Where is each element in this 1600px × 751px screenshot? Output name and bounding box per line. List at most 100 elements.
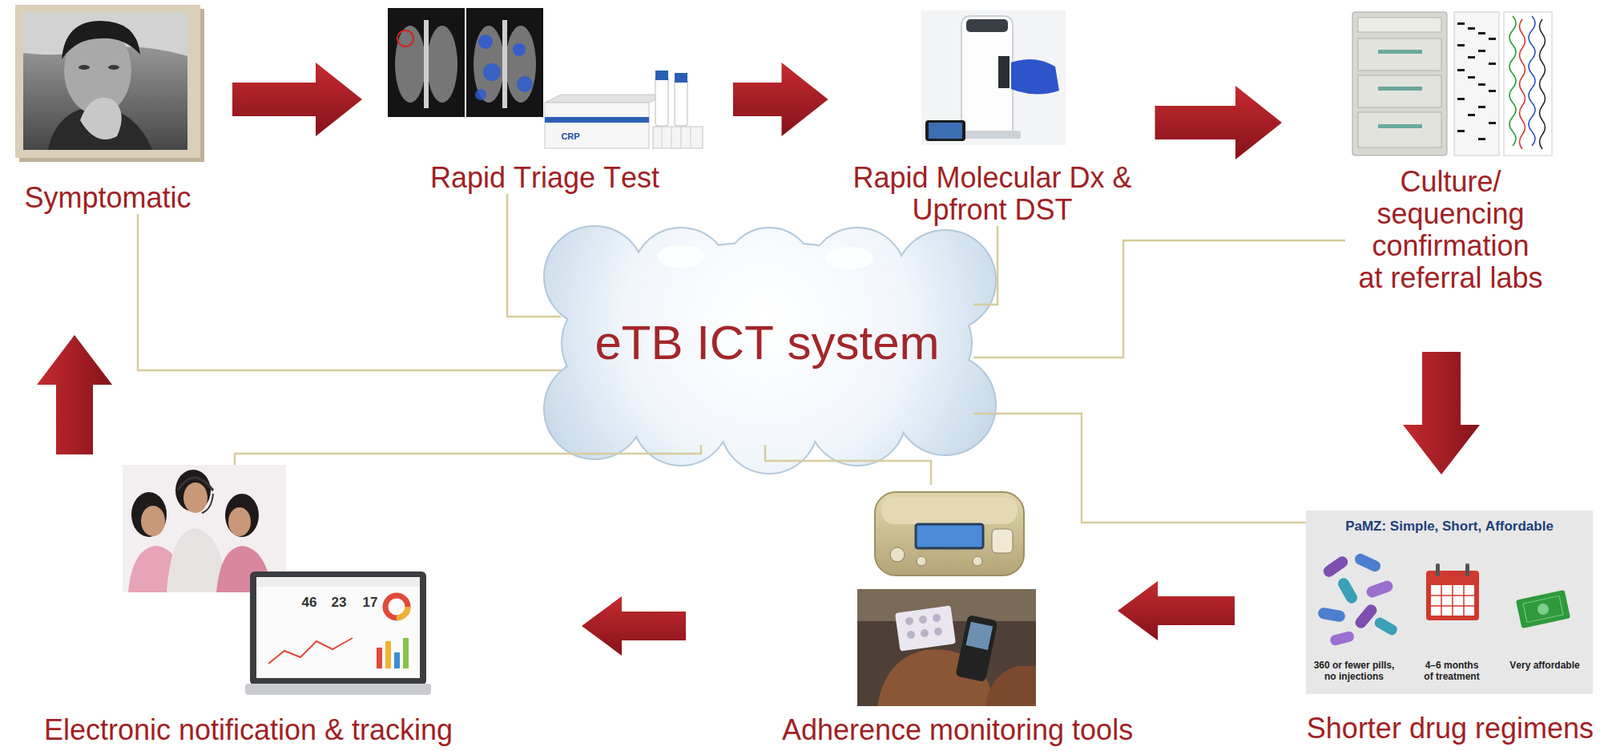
molecular-analyzer: [921, 10, 1066, 146]
cloud-shape-part: [656, 245, 706, 268]
caption-holder: Adherence monitoring tools: [781, 713, 1133, 746]
sequencing-gel-part: [1457, 22, 1465, 25]
patient-photo-part: [15, 4, 201, 158]
money-icon: [1515, 589, 1571, 629]
sequencing-gel-part: [1488, 121, 1496, 125]
call-center-photo-part: [141, 505, 166, 537]
laptop-part: [245, 683, 432, 695]
image-area: [918, 10, 1067, 146]
chest-xray-part: [466, 8, 544, 117]
pill-icons-part: [1353, 551, 1383, 573]
panel-title: PaMZ: Simple, Short, Affordable: [1305, 518, 1593, 535]
molecular-analyzer-part: [966, 19, 1008, 33]
chest-xray-part: [387, 8, 465, 117]
chest-xray-part: [397, 30, 414, 47]
sequencing-gel-part: [1467, 56, 1476, 59]
culture-instrument-part: [1352, 12, 1447, 156]
diagram-node: Culture/ sequencing confirmation at refe…: [1345, 10, 1556, 295]
label-holder: 23: [338, 602, 355, 618]
sequencing-gel-part: [1488, 89, 1496, 93]
diagram-node: eTB ICT system: [560, 240, 974, 445]
phone-photo-part: [906, 630, 915, 639]
screen-label: 17: [362, 595, 379, 611]
block-arrow: [1155, 85, 1283, 160]
sequencing-gel-part: [1488, 37, 1496, 41]
calendar-icon: [1426, 563, 1480, 621]
label-holder: 17: [370, 602, 386, 618]
molecular-analyzer-part: [1011, 59, 1060, 95]
node-caption: Rapid Triage Test: [430, 161, 660, 194]
laptop-part: [385, 640, 391, 669]
pill-icons-part: [1365, 579, 1395, 600]
connector: [232, 62, 363, 137]
money-icon-part: [1515, 589, 1571, 629]
calendar-icon-part: [1430, 584, 1475, 616]
leader-line: [973, 413, 1306, 523]
caption-holder: Shorter drug regimens: [1306, 712, 1594, 745]
cloud-shape: [544, 226, 996, 473]
connector: [973, 413, 1306, 523]
image-area: [385, 4, 705, 149]
culture-instrument-part: [1358, 17, 1442, 33]
phone-photo-part: [894, 604, 956, 651]
sequencing-gel-part: [1454, 12, 1500, 156]
test-kit-part: [652, 126, 703, 149]
calendar-icon-part: [1430, 584, 1475, 616]
phone-photo-part: [932, 613, 941, 622]
diagram-node: Electronic notification & tracking: [122, 464, 432, 702]
connector: [765, 444, 931, 485]
patient-photo-part: [80, 97, 122, 140]
block-arrow: [36, 334, 113, 455]
phone-photo-part: [918, 615, 927, 624]
phone-photo-part: [955, 614, 998, 682]
block-arrow: [232, 62, 363, 137]
chromatogram: [1503, 12, 1552, 156]
leader-line: [765, 444, 931, 485]
call-center-photo-part: [228, 507, 251, 537]
sequencing-gel-part: [1467, 27, 1476, 30]
leader-line: [234, 444, 702, 465]
laptop-part: [256, 576, 420, 587]
diagram-node: Rapid Molecular Dx & Upfront DST: [842, 10, 1143, 226]
sequencing-gel-part: [1478, 105, 1486, 109]
sequencing-gel-part: [1478, 137, 1486, 141]
molecular-analyzer-part: [961, 16, 1013, 133]
image-area: [15, 4, 201, 158]
pill-icons-part: [1373, 615, 1399, 637]
sequencing-gel-part: [1467, 113, 1476, 117]
call-center-photo-part: [201, 493, 214, 513]
block-arrow: [1402, 351, 1480, 475]
phone-photo-part: [985, 665, 1036, 706]
pill-icons: [1317, 551, 1399, 646]
connector: [973, 240, 1346, 358]
image-area: [1345, 10, 1556, 158]
call-center-photo-part: [183, 482, 208, 513]
chest-xray-part: [502, 20, 508, 109]
laptop-part: [376, 647, 383, 669]
leader-line: [973, 240, 1346, 358]
chromatogram-part: [1519, 19, 1526, 150]
chest-xray-part: [423, 20, 429, 109]
screen-label: 23: [331, 595, 347, 611]
cloud-shape-part: [544, 226, 996, 473]
sequencing-gel-part: [1467, 76, 1476, 79]
node-caption: Rapid Molecular Dx & Upfront DST: [844, 161, 1141, 226]
test-kit-part: [661, 126, 691, 149]
chest-xray-part: [516, 76, 533, 93]
culture-instrument-part: [1378, 86, 1423, 91]
sequencing-gel-part: [1457, 129, 1465, 133]
chromatogram-part: [1509, 16, 1516, 146]
caption-holder: Electronic notification & tracking: [44, 713, 453, 746]
call-center-photo-part: [177, 477, 214, 491]
test-kit-part: [674, 72, 688, 83]
patient-photo-part: [19, 8, 205, 162]
phone-photo: [857, 588, 1036, 706]
connector: [507, 193, 561, 317]
label-holder: CRP: [570, 136, 589, 146]
connector: [36, 334, 113, 455]
pill-icons-part: [1329, 629, 1355, 646]
pill-icons-part: [1317, 606, 1347, 623]
calendar-icon-part: [1435, 563, 1440, 577]
test-kit-part: [655, 76, 669, 126]
